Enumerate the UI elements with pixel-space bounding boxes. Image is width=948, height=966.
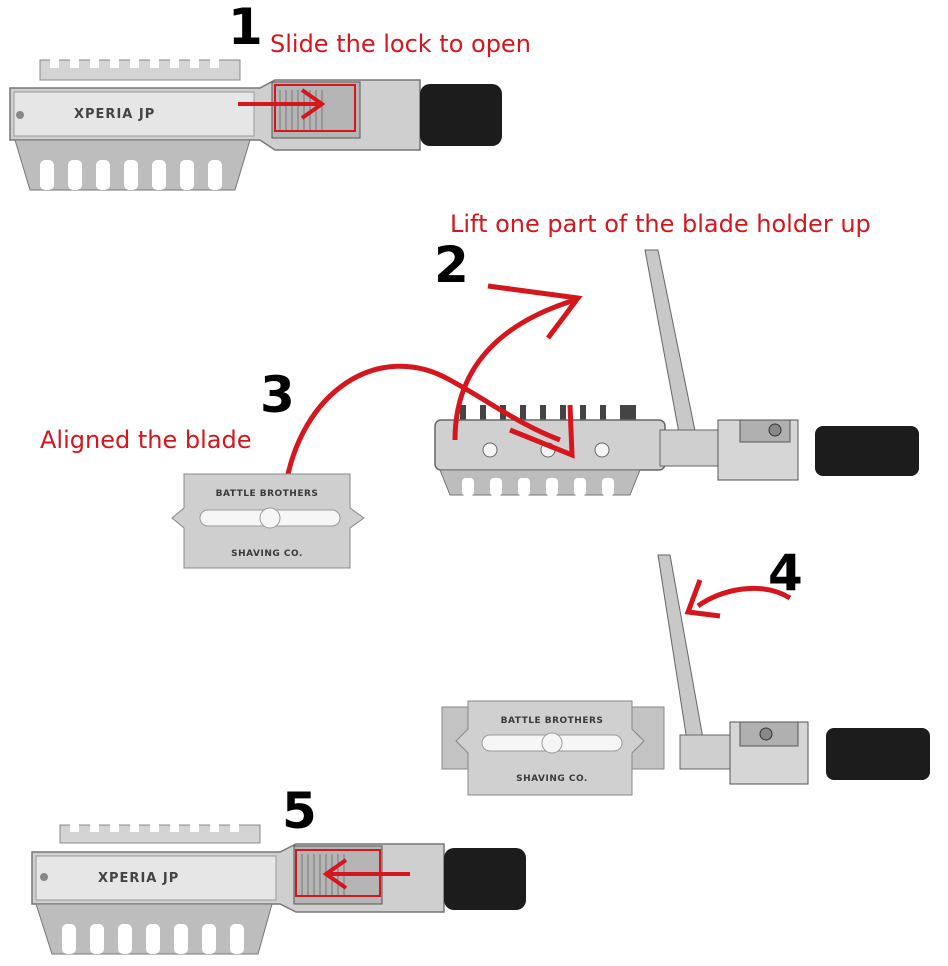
razor-blade-2: BATTLE BROTHERS SHAVING CO. — [441, 700, 665, 796]
razor-brand-logo-1: XPERIA JP — [74, 107, 155, 122]
step-3-number: 3 — [260, 366, 295, 424]
step-2-caption: Lift one part of the blade holder up — [450, 210, 871, 238]
razor-brand-logo-5: XPERIA JP — [98, 871, 179, 886]
step-5-number: 5 — [282, 782, 317, 840]
step-3-caption: Aligned the blade — [40, 426, 252, 454]
blade-bottom-text-1: SHAVING CO. — [231, 549, 303, 559]
blade-top-text-2: BATTLE BROTHERS — [501, 716, 604, 726]
step-1-caption: Slide the lock to open — [270, 30, 531, 58]
razor-blade-1: BATTLE BROTHERS SHAVING CO. — [171, 473, 365, 569]
step-2-number: 2 — [434, 236, 469, 294]
blade-bottom-text-2: SHAVING CO. — [516, 774, 588, 784]
razor-brand-text-5: XPERIA JP — [98, 871, 179, 886]
razor-brand-text-1: XPERIA JP — [74, 107, 155, 122]
blade-top-text-1: BATTLE BROTHERS — [216, 489, 319, 499]
step-1-number: 1 — [228, 0, 263, 56]
